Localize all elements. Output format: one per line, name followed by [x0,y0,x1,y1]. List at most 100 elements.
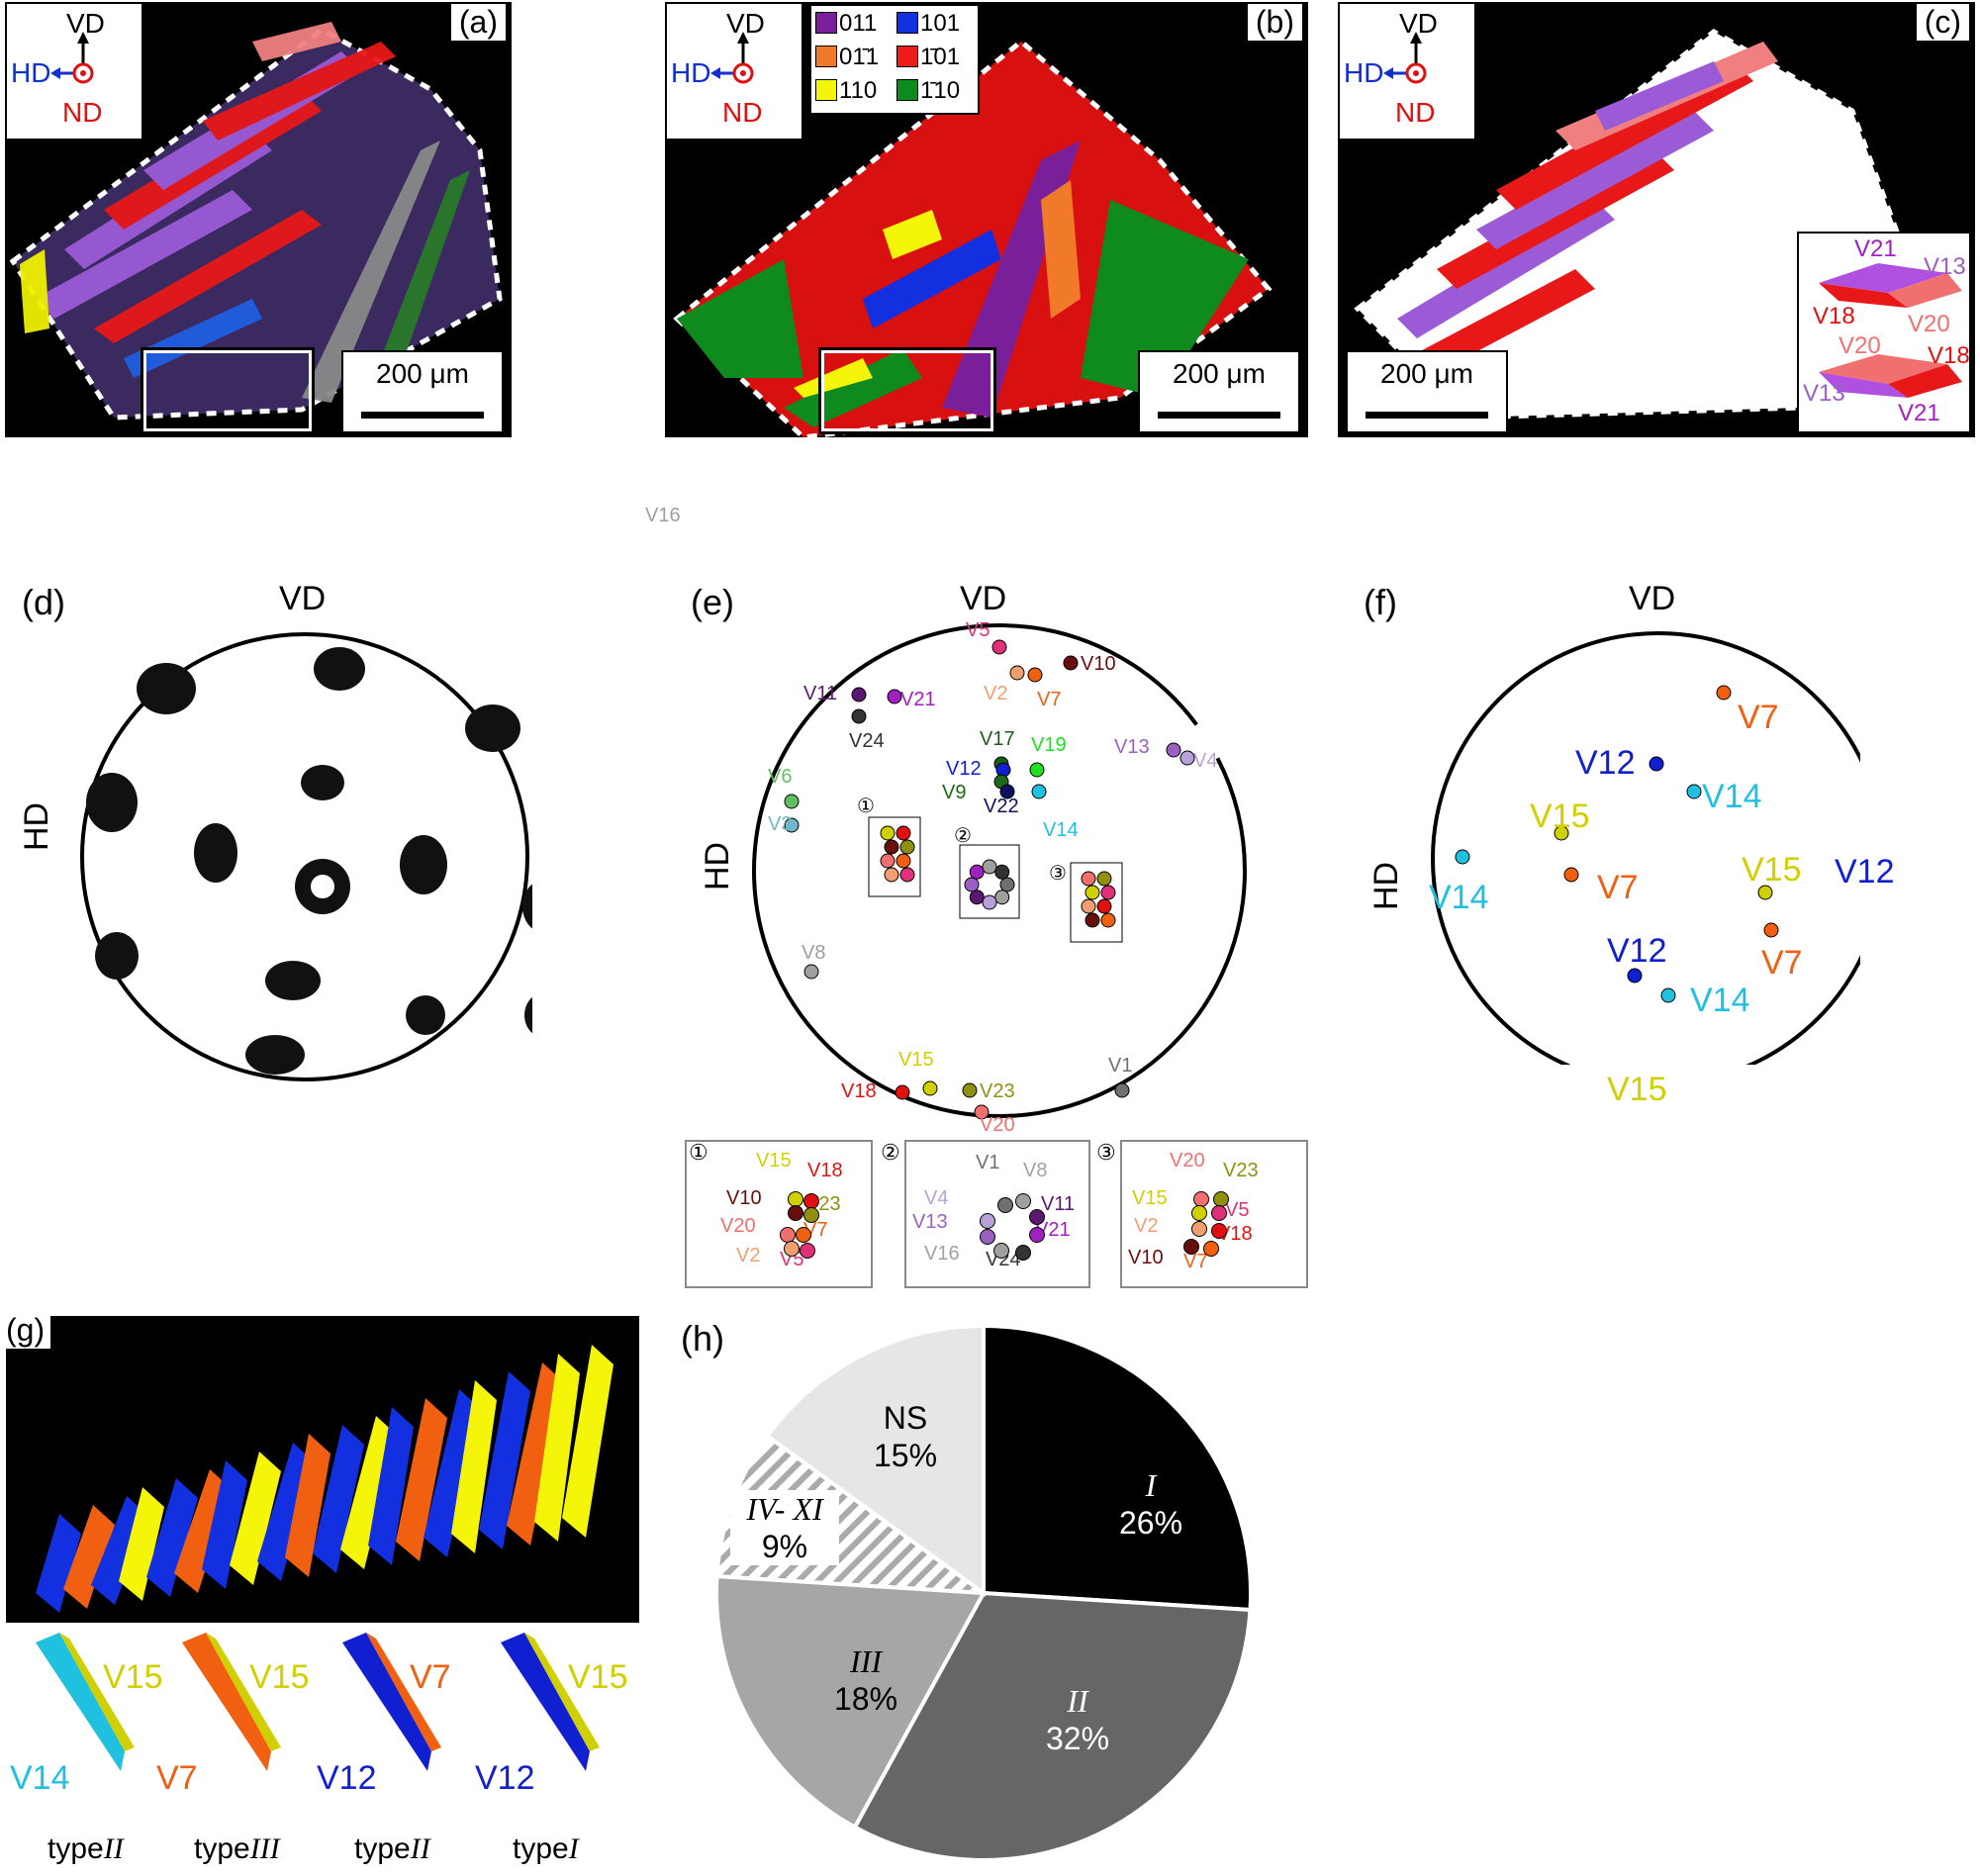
variant-label: V8 [1023,1160,1048,1181]
variant-marker [887,689,902,704]
legend-item: 101 [896,10,960,38]
variant-label: V19 [1031,734,1067,756]
lath [146,1478,198,1597]
pie-slice [852,1590,1253,1862]
variant-marker [1563,867,1579,883]
variant-marker [784,817,800,833]
variant-marker [1191,1205,1207,1221]
variant-label: V11 [1041,1193,1076,1215]
variant-label: V12 [1607,932,1667,970]
lath [534,1354,580,1542]
lath [257,1443,315,1581]
legend-item: 110 [815,77,877,105]
variant-label: V13 [1803,380,1845,407]
variant-label: V12 [1575,744,1636,782]
variant-label: V15 [1530,797,1590,835]
panel-a-label: (a) [450,4,506,41]
variant-label: V7 [156,1759,198,1797]
variant-label: V7 [1183,1251,1208,1272]
pole-figure-vd: VD [960,580,1007,617]
variant-label: V12 [317,1759,377,1797]
variant-marker [980,1213,995,1229]
variant-marker [884,867,899,883]
panel-c-label: (c) [1916,4,1969,41]
variant-label: V14 [10,1759,70,1797]
axis-indicator: VD HD ND [665,2,803,141]
variant-label: V10 [726,1187,762,1209]
variant-label: V20 [980,1114,1015,1136]
variant-label: V20 [1839,332,1881,359]
variant-marker [1029,762,1045,778]
variant-label: V16 [645,505,681,526]
pole-figure-hd: HD [1367,861,1405,910]
variant-marker [1203,1241,1219,1257]
variant-marker [1716,685,1732,701]
variant-plate [182,1633,271,1771]
variant-label: V13 [912,1211,948,1233]
panel-g-microstructure [36,1345,613,1613]
variant-marker [922,1080,938,1096]
variant-label: V15 [1742,851,1802,889]
vd-label: VD [1399,8,1438,39]
axis-arrows-icon [710,32,754,84]
variant-marker [1029,1227,1045,1243]
legend-item: 1̄01 [896,44,960,71]
variant-marker [896,825,911,841]
pole-figure-hd: HD [18,801,55,851]
variant-label: V7 [410,1658,451,1696]
panel-h-label: (h) [681,1318,724,1359]
variant-label: V14 [1702,778,1762,815]
variant-marker [1211,1223,1227,1239]
panel-g-pairs [36,1633,600,1771]
hd-label: HD [1344,57,1384,88]
inset-1: ① [685,1140,873,1288]
variant-label: V14 [1043,819,1079,841]
variant-label: V23 [1223,1160,1259,1181]
orientation-legend: 011 101 01̄1 1̄01 110 1̄10 [809,4,980,115]
vd-label: VD [66,8,105,39]
variant-plate [501,1633,590,1771]
nd-label: ND [62,97,103,128]
variant-label: V15 [249,1658,310,1696]
variant-label: V15 [1607,1071,1667,1108]
variant-marker [980,1229,995,1245]
scalebar: 200 μm [1346,350,1508,433]
type-label: typeII [354,1832,430,1865]
variant-marker [1084,912,1100,928]
panel-g-label: (g) [6,1316,51,1349]
variant-marker [969,890,985,905]
variant-marker [999,877,1015,892]
variant-marker [1031,784,1047,799]
variant-label: V7 [1597,869,1639,906]
variant-marker [851,687,867,703]
variant-label: V24 [849,730,885,752]
variant-marker [851,708,867,724]
vd-label: VD [726,8,765,39]
variant-pair-inset: V21 V13 V18 V20 V20 V18 V13 V21 [1797,232,1971,433]
variant-marker [1191,1221,1207,1237]
lath [451,1380,497,1553]
variant-label: V9 [942,782,967,803]
variant-marker [1063,655,1079,671]
lath [202,1460,247,1589]
plate-pair-icon [1819,263,1962,398]
variant-label: V15 [1132,1187,1168,1209]
variant-label: V20 [720,1215,756,1237]
variant-marker [1554,825,1569,841]
lath [340,1416,398,1569]
variant-label: V11 [803,683,838,704]
lath [562,1345,613,1538]
variant-marker [993,1243,1009,1259]
type-label: typeI [513,1832,579,1865]
box-number: ① [689,1140,708,1165]
legend-swatch [815,12,837,34]
variant-label: V15 [568,1658,628,1696]
type-label: typeII [47,1832,124,1865]
variant-label: V12 [946,758,982,780]
variant-marker [1114,1082,1130,1098]
lath [424,1389,481,1557]
variant-label: V3 [768,813,793,835]
